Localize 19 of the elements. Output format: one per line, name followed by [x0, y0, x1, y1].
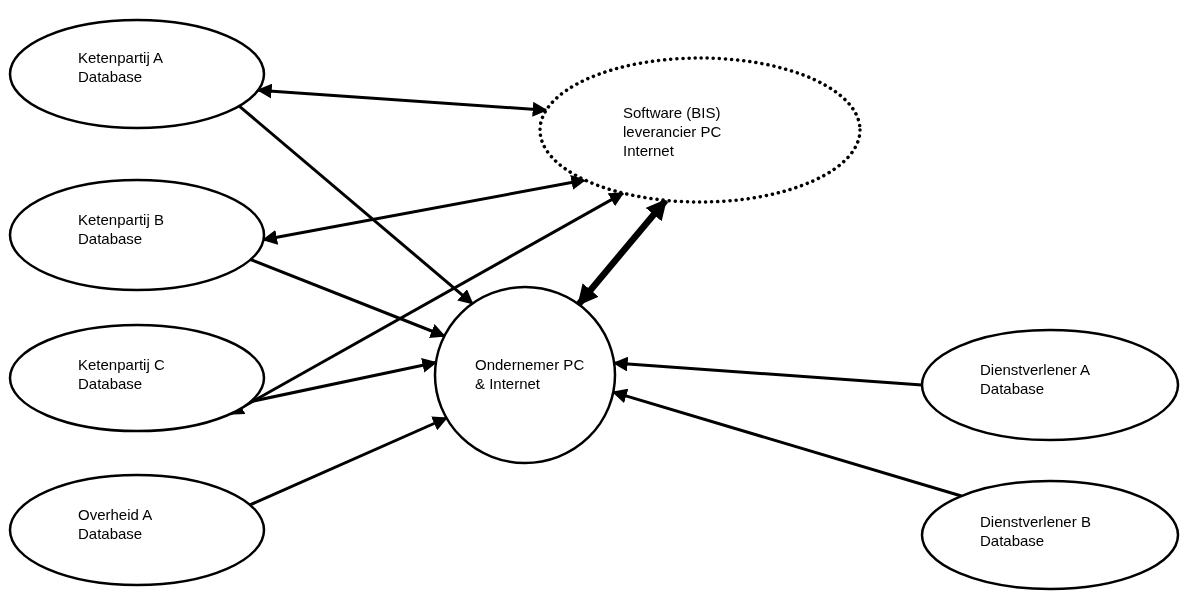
arrow	[249, 416, 448, 507]
ellipse-node	[8, 473, 266, 587]
node-label: Overheid A Database	[78, 505, 153, 543]
arrow	[238, 104, 474, 305]
node-label: Dienstverlener A Database	[980, 360, 1091, 398]
node-label: Software (BIS) leverancier PC Internet	[623, 103, 723, 160]
arrow	[250, 258, 446, 338]
node-label: Ondernemer PC & Internet	[475, 355, 585, 393]
node-label: Dienstverlener B Database	[980, 512, 1092, 550]
ellipse-node	[8, 178, 266, 292]
node-label: Ketenpartij B Database	[78, 210, 165, 248]
node-label: Ketenpartij C Database	[78, 355, 166, 393]
ellipse-node	[920, 479, 1180, 591]
ellipse-node	[920, 328, 1180, 442]
ellipse-node	[538, 56, 862, 204]
ellipse-node	[433, 285, 617, 465]
node-label: Ketenpartij A Database	[78, 48, 164, 86]
ellipse-node	[8, 18, 266, 130]
ellipse-node	[8, 323, 266, 433]
